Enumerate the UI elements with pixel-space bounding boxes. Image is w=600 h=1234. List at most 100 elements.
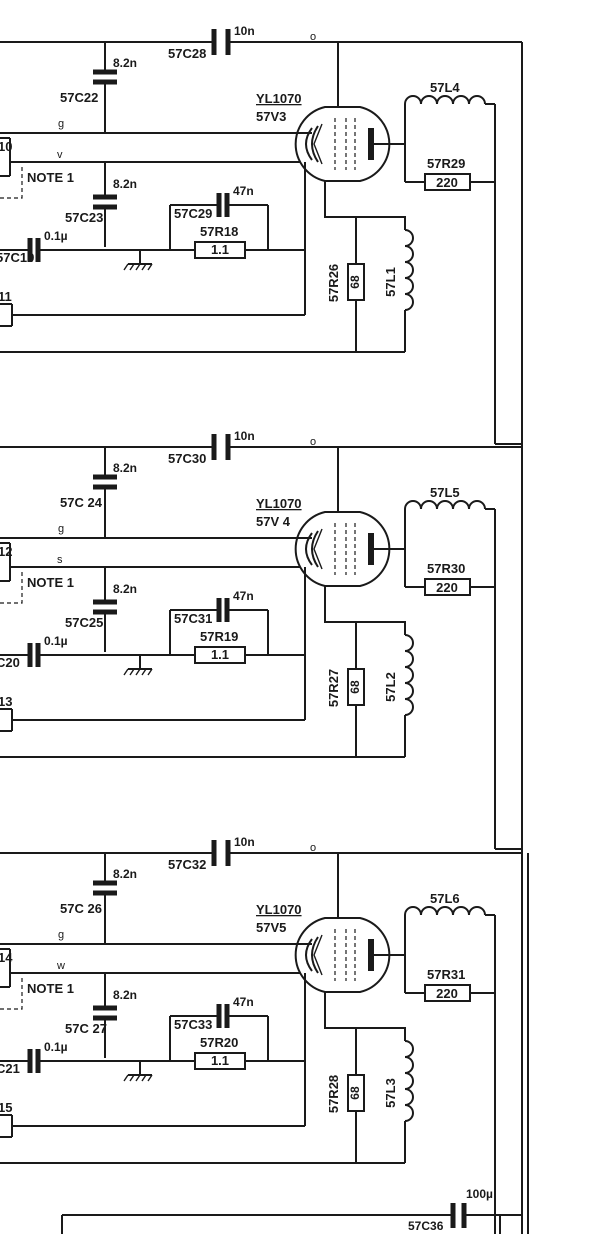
supply-rails [521, 42, 529, 1234]
left-component-label-top: 14 [0, 950, 13, 965]
plate-resistor-label: 57R31 [427, 967, 465, 982]
coupling-node-label: o [310, 842, 316, 854]
tube-cathode-inner [313, 528, 323, 570]
note-dashed-box [0, 167, 23, 199]
bottom-section: 100µ 57C36 [61, 1187, 522, 1234]
coupling-cap-label: 57C28 [168, 46, 206, 61]
input-node-label: v [57, 149, 63, 161]
cathode-resistor-label: 57R18 [200, 224, 238, 239]
cathode-resistor-2-value: 68 [348, 680, 362, 694]
tube-plate [368, 939, 374, 971]
ground-hatch [129, 1074, 135, 1082]
plate-resistor-value: 220 [436, 580, 458, 595]
left-cap-label: C21 [0, 1061, 20, 1076]
plate-inductor-label: 57L5 [430, 485, 460, 500]
plate-inductor [404, 906, 486, 916]
grid-cap-value: 8.2n [113, 461, 137, 475]
cathode-resistor-2-value: 68 [348, 275, 362, 289]
cap-57c36-label: 57C36 [408, 1219, 444, 1233]
ground-hatch [147, 1074, 153, 1082]
cathode-resistor-2-label: 57R26 [326, 264, 341, 302]
left-component-label-top: 10 [0, 139, 12, 154]
cathode-wire [324, 181, 406, 230]
cathode-resistor-label: 57R19 [200, 629, 238, 644]
coupling-node-label: o [310, 31, 316, 43]
input-node-label: w [56, 960, 65, 972]
cathode-resistor-label: 57R20 [200, 1035, 238, 1050]
plate-inductor-label: 57L6 [430, 891, 460, 906]
ground-hatch [147, 668, 153, 676]
bypass-cap-value: 47n [233, 184, 254, 198]
cathode-wire [324, 586, 406, 635]
plate-resistor-value: 220 [436, 986, 458, 1001]
cathode-inductor [404, 1040, 414, 1122]
input-cap-label: 57C25 [65, 615, 103, 630]
ground-hatch [123, 263, 129, 271]
tube-envelope [294, 917, 391, 993]
left-component-label-bottom: 11 [0, 289, 12, 304]
coupling-cap-value: 10n [234, 429, 255, 443]
input-cap-value: 8.2n [113, 988, 137, 1002]
note-label: NOTE 1 [27, 981, 74, 996]
ground-hatch [135, 263, 141, 271]
tube-cathode [311, 125, 319, 163]
input-cap-value: 8.2n [113, 582, 137, 596]
ground-hatch [141, 1074, 147, 1082]
tube-heater [305, 127, 313, 161]
tube-heater [305, 532, 313, 566]
left-cap-value: 0.1µ [44, 229, 68, 243]
tube-cathode-inner [313, 934, 323, 976]
left-cap-label: C20 [0, 655, 20, 670]
left-component-label-bottom: 13 [0, 694, 12, 709]
grid-cap-value: 8.2n [113, 56, 137, 70]
tube-plate [368, 128, 374, 160]
cathode-inductor-label: 57L1 [383, 267, 398, 297]
plate-inductor [404, 95, 486, 105]
left-component-label-bottom: 15 [0, 1100, 12, 1115]
plate-inductor [404, 500, 486, 510]
note-dashed-box [0, 572, 23, 604]
grid-cap-label: 57C 24 [60, 495, 103, 510]
tube-type-label: YL1070 [256, 496, 302, 511]
input-cap-value: 8.2n [113, 177, 137, 191]
cathode-resistor-value: 1.1 [211, 1053, 229, 1068]
tube-cathode-inner [313, 123, 323, 165]
cathode-inductor [404, 229, 414, 311]
cathode-resistor-value: 1.1 [211, 647, 229, 662]
cap-57c36-value: 100µ [466, 1187, 493, 1201]
ground-hatch [123, 1074, 129, 1082]
grid-node-label: g [58, 929, 64, 941]
tube-type-label: YL1070 [256, 91, 302, 106]
cathode-resistor-value: 1.1 [211, 242, 229, 257]
cathode-resistor-2-label: 57R27 [326, 669, 341, 707]
ground-hatch [129, 263, 135, 271]
plate-resistor-label: 57R29 [427, 156, 465, 171]
tube-heater [305, 938, 313, 972]
tube-type-label: YL1070 [256, 902, 302, 917]
grid-cap-label: 57C 26 [60, 901, 102, 916]
cathode-resistor-2-label: 57R28 [326, 1075, 341, 1113]
cathode-resistor-2-value: 68 [348, 1086, 362, 1100]
cathode-wire [324, 992, 406, 1041]
tube-cathode [311, 936, 319, 974]
bypass-cap-label: 57C31 [174, 611, 212, 626]
tube-ref-label: 57V 4 [256, 514, 291, 529]
grid-node-label: g [58, 118, 64, 130]
input-node-label: s [57, 554, 63, 566]
coupling-node-label: o [310, 436, 316, 448]
plate-inductor-label: 57L4 [430, 80, 460, 95]
input-cap-label: 57C23 [65, 210, 103, 225]
tube-envelope [294, 106, 391, 182]
ground-hatch [129, 668, 135, 676]
tube-cathode [311, 530, 319, 568]
cathode-inductor-label: 57L2 [383, 672, 398, 702]
tube-plate [368, 533, 374, 565]
grid-cap-label: 57C22 [60, 90, 98, 105]
plate-resistor-label: 57R30 [427, 561, 465, 576]
coupling-cap-value: 10n [234, 24, 255, 38]
left-component-label-top: 12 [0, 544, 12, 559]
tube-envelope [294, 511, 391, 587]
coupling-cap-value: 10n [234, 835, 255, 849]
